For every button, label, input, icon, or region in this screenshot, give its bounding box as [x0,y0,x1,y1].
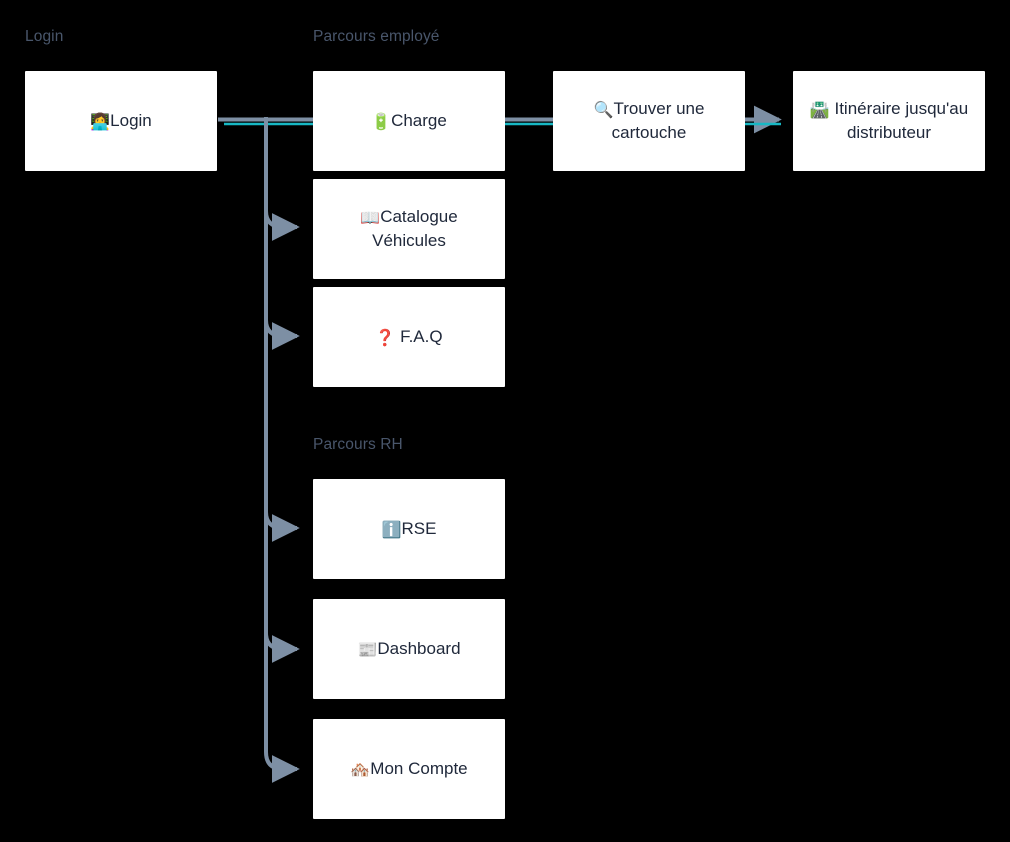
node-itineraire-distributeur-text: Itinéraire jusqu'au distributeur [834,98,969,142]
node-itineraire-distributeur[interactable]: 🛣️ Itinéraire jusqu'au distributeur [793,71,985,171]
node-dashboard-text: Dashboard [377,638,461,658]
node-itineraire-distributeur-label: 🛣️ Itinéraire jusqu'au distributeur [803,97,975,145]
node-faq-label: ❓ F.A.Q [375,325,442,349]
lane-label-parcours-employe: Parcours employé [313,28,440,45]
houses-icon: 🏘️ [350,759,371,779]
lane-label-login: Login [25,28,64,45]
edge-charge-to-trouver [505,117,553,126]
newspaper-icon: 📰 [357,639,378,659]
motorway-icon: 🛣️ [809,99,830,119]
node-charge-text: Charge [391,110,447,130]
node-mon-compte-label: 🏘️Mon Compte [350,757,467,781]
node-trouver-une-cartouche-text: Trouver une cartouche [611,98,705,142]
node-charge-label: 🔋Charge [371,109,447,133]
node-catalogue-vehicules[interactable]: 📖Catalogue Véhicules [313,179,505,279]
node-charge[interactable]: 🔋Charge [313,71,505,171]
edge-login-to-dashboard [264,632,300,663]
woman-technologist-icon: 👩‍💻 [90,111,111,131]
node-catalogue-vehicules-label: 📖Catalogue Véhicules [323,205,495,253]
node-catalogue-vehicules-text: Catalogue Véhicules [372,206,458,250]
edge-login-to-faq [264,319,300,350]
node-mon-compte[interactable]: 🏘️Mon Compte [313,719,505,819]
node-login-text: Login [110,110,152,130]
node-faq[interactable]: ❓ F.A.Q [313,287,505,387]
node-mon-compte-text: Mon Compte [370,758,468,778]
question-mark-icon: ❓ [375,327,396,347]
node-rse-text: RSE [401,518,437,538]
magnifying-glass-icon: 🔍 [593,99,614,119]
node-rse[interactable]: ℹ️RSE [313,479,505,579]
node-trouver-une-cartouche-label: 🔍Trouver une cartouche [563,97,735,145]
node-trouver-une-cartouche[interactable]: 🔍Trouver une cartouche [553,71,745,171]
edge-login-to-rse [264,511,300,542]
node-rse-label: ℹ️RSE [382,517,437,541]
edge-login-to-charge [218,117,313,126]
node-login-label: 👩‍💻Login [90,109,152,133]
edge-trunk [264,117,300,783]
edge-trouver-to-itineraire [745,105,782,134]
information-icon: ℹ️ [381,519,402,539]
node-login[interactable]: 👩‍💻Login [25,71,217,171]
node-faq-text: F.A.Q [400,326,443,346]
lane-label-parcours-rh: Parcours RH [313,436,403,453]
edge-login-to-catalogue [264,210,300,241]
node-dashboard[interactable]: 📰Dashboard [313,599,505,699]
open-book-icon: 📖 [360,207,381,227]
battery-icon: 🔋 [371,111,392,131]
node-dashboard-label: 📰Dashboard [357,637,460,661]
